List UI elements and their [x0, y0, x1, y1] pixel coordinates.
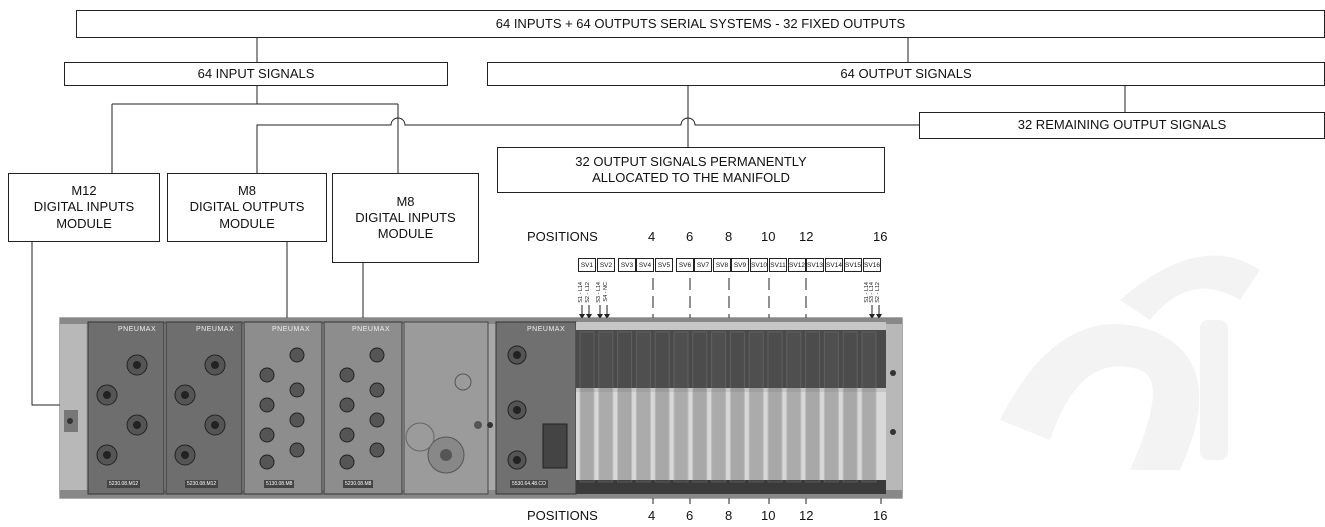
- module-box-m8-inputs: M8 DIGITAL INPUTS MODULE: [332, 173, 479, 263]
- position-number: 4: [648, 508, 655, 523]
- position-number: 12: [799, 508, 813, 523]
- input-signals-text: 64 INPUT SIGNALS: [198, 66, 315, 82]
- brand-label: PNEUMAX: [352, 326, 390, 333]
- valve-label: SV3: [618, 258, 636, 272]
- module-box-m8-outputs: M8 DIGITAL OUTPUTS MODULE: [167, 173, 327, 242]
- valve-slot: [655, 332, 669, 482]
- position-number: 4: [648, 229, 655, 244]
- valve-slot: [618, 332, 632, 482]
- valve-label: SV7: [694, 258, 712, 272]
- model-label: 5130.08.M8: [264, 480, 294, 488]
- position-number: 10: [761, 508, 775, 523]
- position-number: 16: [873, 229, 887, 244]
- model-label: 5230.08.M8: [343, 480, 373, 488]
- output-signals-box: 64 OUTPUT SIGNALS: [487, 62, 1325, 86]
- position-number: 16: [873, 508, 887, 523]
- valve-slot: [712, 332, 726, 482]
- remaining-outputs-box: 32 REMAINING OUTPUT SIGNALS: [919, 112, 1325, 139]
- valve-slot: [580, 332, 594, 482]
- position-number: 8: [725, 508, 732, 523]
- valve-label: SV14: [825, 258, 843, 272]
- positions-label-bottom: POSITIONS: [527, 508, 598, 523]
- position-number: 6: [686, 229, 693, 244]
- valve-slot: [843, 332, 857, 482]
- valve-slot: [768, 332, 782, 482]
- output-signals-text: 64 OUTPUT SIGNALS: [840, 66, 971, 82]
- valve-slot: [806, 332, 820, 482]
- allocated-outputs-box: 32 OUTPUT SIGNALS PERMANENTLY ALLOCATED …: [497, 147, 885, 193]
- valve-label: SV15: [844, 258, 862, 272]
- brand-label: PNEUMAX: [196, 326, 234, 333]
- position-number: 10: [761, 229, 775, 244]
- brand-label: PNEUMAX: [527, 326, 565, 333]
- allocated-outputs-text: 32 OUTPUT SIGNALS PERMANENTLY ALLOCATED …: [575, 154, 806, 187]
- valve-label: SV6: [676, 258, 694, 272]
- position-number: 12: [799, 229, 813, 244]
- valve-slot: [674, 332, 688, 482]
- module-label: M8 DIGITAL OUTPUTS MODULE: [190, 183, 305, 232]
- module-label: M12 DIGITAL INPUTS MODULE: [34, 183, 134, 232]
- valve-label: SV10: [750, 258, 768, 272]
- valve-label: SV2: [597, 258, 615, 272]
- valve-slot: [862, 332, 876, 482]
- valve-slot: [749, 332, 763, 482]
- valve-label: SV16: [863, 258, 881, 272]
- module-box-m12-inputs: M12 DIGITAL INPUTS MODULE: [8, 173, 160, 242]
- positions-label-top: POSITIONS: [527, 229, 598, 244]
- model-label: 5230.08.M12: [107, 480, 140, 488]
- input-signals-box: 64 INPUT SIGNALS: [64, 62, 448, 86]
- valve-label: SV13: [806, 258, 824, 272]
- brand-label: PNEUMAX: [118, 326, 156, 333]
- valve-label: SV9: [731, 258, 749, 272]
- valve-label: SV5: [655, 258, 673, 272]
- valve-slot: [787, 332, 801, 482]
- valve-slot: [693, 332, 707, 482]
- module-label: M8 DIGITAL INPUTS MODULE: [355, 194, 455, 243]
- title-box: 64 INPUTS + 64 OUTPUTS SERIAL SYSTEMS - …: [76, 10, 1325, 38]
- brand-label: PNEUMAX: [272, 326, 310, 333]
- signal-label: S4 - NC: [603, 282, 619, 310]
- model-label: 5530.64.48.CO: [510, 480, 548, 488]
- remaining-outputs-text: 32 REMAINING OUTPUT SIGNALS: [1018, 117, 1227, 133]
- valve-slot: [824, 332, 838, 482]
- position-number: 6: [686, 508, 693, 523]
- signal-label: S2 - L12: [875, 282, 891, 310]
- valve-label: SV12: [788, 258, 806, 272]
- valve-label: SV11: [769, 258, 787, 272]
- valve-slot: [599, 332, 613, 482]
- model-label: 5230.08.M12: [185, 480, 218, 488]
- title-text: 64 INPUTS + 64 OUTPUTS SERIAL SYSTEMS - …: [496, 16, 905, 32]
- valve-label: SV1: [578, 258, 596, 272]
- valve-slot: [636, 332, 650, 482]
- position-number: 8: [725, 229, 732, 244]
- valve-slot: [730, 332, 744, 482]
- valve-label: SV4: [636, 258, 654, 272]
- valve-label: SV8: [713, 258, 731, 272]
